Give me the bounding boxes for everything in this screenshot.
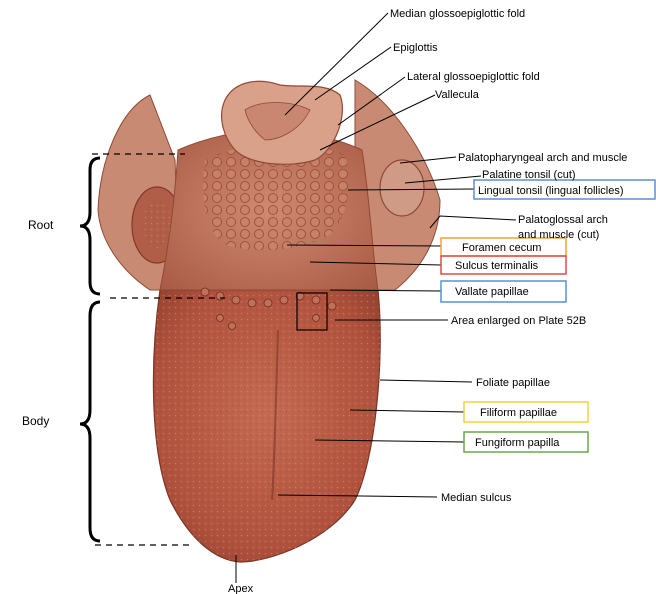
- label-vallate-papillae: Vallate papillae: [455, 286, 529, 298]
- label-fungiform-papilla: Fungiform papilla: [475, 437, 560, 449]
- label-lingual-tonsil: Lingual tonsil (lingual follicles): [478, 185, 624, 197]
- label-vallecula: Vallecula: [435, 89, 480, 101]
- label-epiglottis: Epiglottis: [393, 42, 438, 54]
- label-lateral-glossoepiglottic-fold: Lateral glossoepiglottic fold: [407, 71, 540, 83]
- label-palatoglossal-arch-2: and muscle (cut): [518, 229, 599, 241]
- tongue-body-texture: [153, 290, 380, 562]
- right-palatine-tonsil: [380, 160, 424, 216]
- label-palatine-tonsil: Palatine tonsil (cut): [482, 169, 576, 181]
- region-root-label: Root: [28, 218, 54, 232]
- label-palatopharyngeal-arch: Palatopharyngeal arch and muscle: [458, 152, 627, 164]
- root-brace: [80, 158, 100, 294]
- label-apex: Apex: [228, 583, 254, 594]
- label-sulcus-terminalis: Sulcus terminalis: [455, 260, 539, 272]
- label-median-glossoepiglottic-fold: Median glossoepiglottic fold: [390, 8, 525, 20]
- region-body-label: Body: [22, 414, 49, 428]
- body-brace: [80, 302, 100, 541]
- label-foramen-cecum: Foramen cecum: [462, 242, 541, 254]
- label-filiform-papillae: Filiform papillae: [480, 407, 557, 419]
- label-palatoglossal-arch-1: Palatoglossal arch: [518, 214, 608, 226]
- tongue-illustration: [98, 80, 440, 562]
- label-foliate-papillae: Foliate papillae: [476, 377, 550, 389]
- left-palatine-tonsil-inner: [142, 201, 172, 249]
- label-median-sulcus: Median sulcus: [441, 492, 512, 504]
- label-area-enlarged: Area enlarged on Plate 52B: [451, 315, 586, 327]
